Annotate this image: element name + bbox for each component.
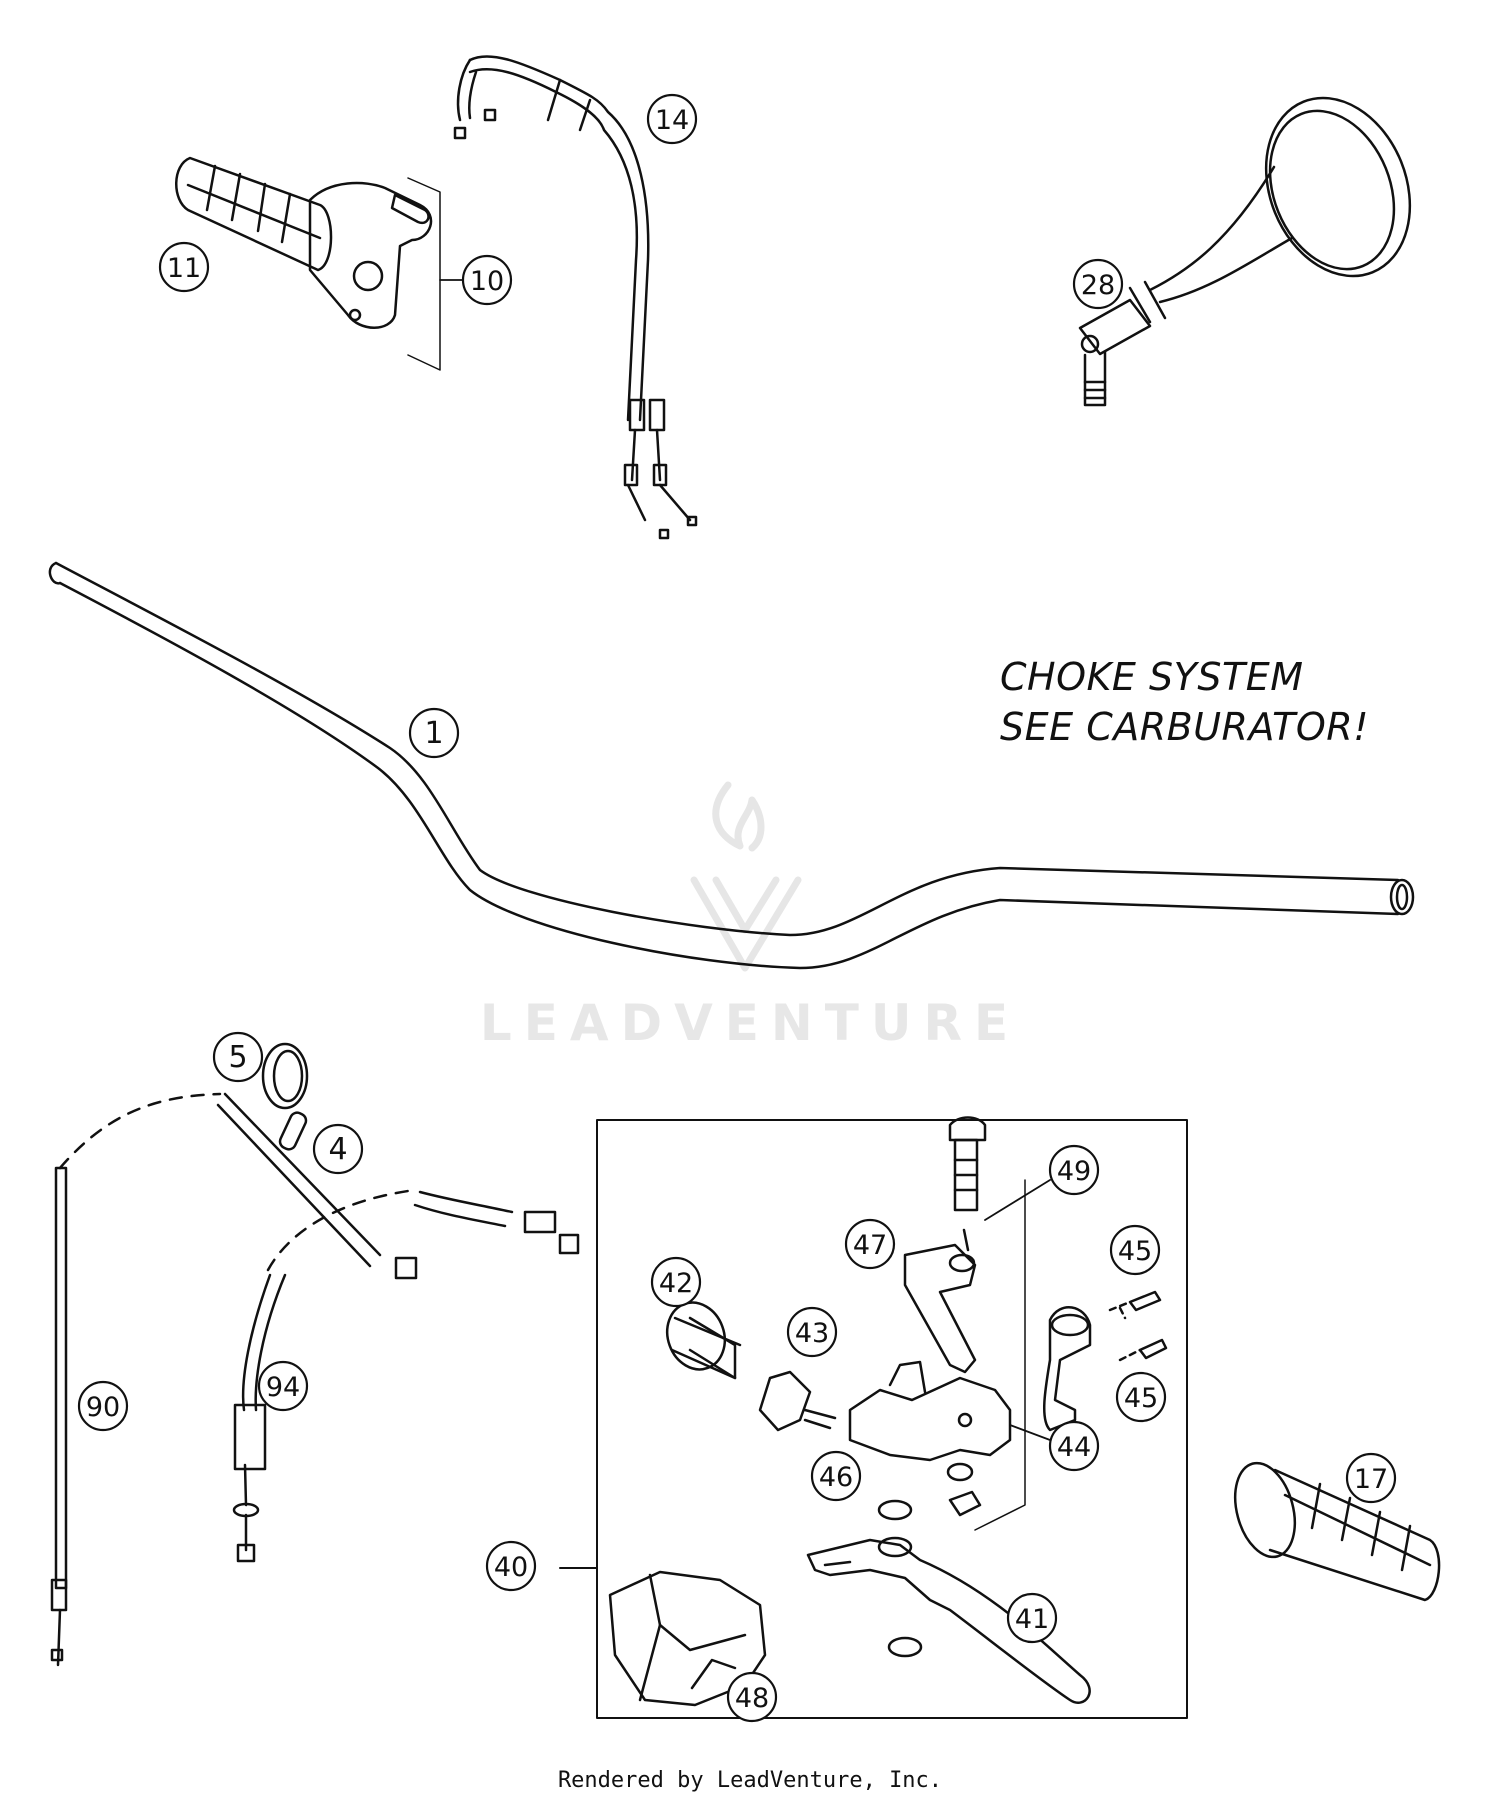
- callout-label-c49: 49: [1057, 1156, 1091, 1187]
- callout-label-c44: 44: [1057, 1432, 1091, 1463]
- watermark-text: LEADVENTURE: [479, 994, 1021, 1052]
- callout-circle-c1: [408, 707, 460, 759]
- note-line-1: CHOKE SYSTEM: [1000, 655, 1304, 699]
- callout-circle-c49: [1048, 1144, 1100, 1196]
- callout-circle-c45a: [1109, 1224, 1161, 1276]
- clutch-lever: [806, 1538, 1091, 1704]
- callout-label-c46: 46: [819, 1462, 853, 1493]
- callout-label-c90: 90: [86, 1392, 120, 1423]
- callout-label-c14: 14: [655, 105, 689, 136]
- callout-circle-c48: [726, 1671, 778, 1723]
- callout-label-c17: 17: [1354, 1464, 1388, 1495]
- sleeve: [278, 1111, 308, 1151]
- callout-circle-c45b: [1115, 1371, 1167, 1423]
- throttle-cables: [453, 55, 698, 540]
- lever-guard: [608, 1570, 767, 1707]
- lever-bracket: [848, 1360, 1012, 1462]
- callout-circle-c47: [844, 1218, 896, 1270]
- callout-label-c45b: 45: [1124, 1383, 1158, 1414]
- callout-label-c11: 11: [167, 253, 201, 284]
- callout-label-c43: 43: [795, 1318, 829, 1349]
- callout-label-c4: 4: [328, 1132, 347, 1167]
- callout-circle-c44: [1048, 1420, 1100, 1472]
- callout-circle-c4: [312, 1123, 364, 1175]
- choke-system-note: CHOKE SYSTEM SEE CARBURATOR!: [1000, 652, 1369, 752]
- leader-line-c44: [1009, 1424, 1051, 1441]
- washers: [877, 1462, 982, 1658]
- callout-circle-c40: [485, 1540, 537, 1592]
- callout-circle-c5: [212, 1031, 264, 1083]
- watermark-logo-icon: [690, 781, 802, 972]
- lever-clamp: [1042, 1306, 1092, 1432]
- callout-circle-c46: [810, 1450, 862, 1502]
- callout-circle-c43: [786, 1306, 838, 1358]
- callout-circle-c10: [461, 254, 513, 306]
- callout-circle-c11: [158, 241, 210, 293]
- callout-label-c10: 10: [470, 266, 504, 297]
- pivot-bolt: [948, 1116, 1026, 1531]
- throttle-housing: [308, 177, 441, 371]
- callout-label-c45a: 45: [1118, 1236, 1152, 1267]
- callout-circle-c41: [1006, 1592, 1058, 1644]
- callout-circle-c90: [77, 1380, 129, 1432]
- callout-label-c48: 48: [735, 1683, 769, 1714]
- callout-label-c94: 94: [266, 1372, 300, 1403]
- handlebar: [48, 561, 1415, 970]
- callout-circle-c14: [646, 93, 698, 145]
- mirror: [1078, 96, 1412, 407]
- callout-label-c47: 47: [853, 1230, 887, 1261]
- adjuster-screw: [758, 1370, 837, 1432]
- left-grip: [1233, 1461, 1441, 1602]
- clamp-ring: [261, 1042, 309, 1110]
- callout-circle-c28: [1072, 258, 1124, 310]
- callout-label-c41: 41: [1015, 1604, 1049, 1635]
- lever-arm: [903, 1243, 977, 1374]
- callout-circle-c17: [1345, 1452, 1397, 1504]
- callout-circle-c94: [257, 1360, 309, 1412]
- clamp-screws: [1108, 1290, 1168, 1362]
- callout-label-c42: 42: [659, 1268, 693, 1299]
- leader-line-c49: [984, 1179, 1051, 1221]
- callout-label-c28: 28: [1081, 270, 1115, 301]
- clutch-cables: [50, 1092, 580, 1667]
- adjuster-knob: [665, 1301, 742, 1380]
- callout-label-c5: 5: [228, 1040, 247, 1075]
- callout-label-c40: 40: [494, 1552, 528, 1583]
- footer-credit: Rendered by LeadVenture, Inc.: [557, 1768, 943, 1793]
- callout-label-c1: 1: [424, 716, 443, 751]
- clutch-lever-assembly-box: [559, 1119, 1188, 1719]
- throttle-grip: [175, 156, 333, 272]
- note-line-2: SEE CARBURATOR!: [1000, 705, 1369, 749]
- callout-circle-c42: [650, 1256, 702, 1308]
